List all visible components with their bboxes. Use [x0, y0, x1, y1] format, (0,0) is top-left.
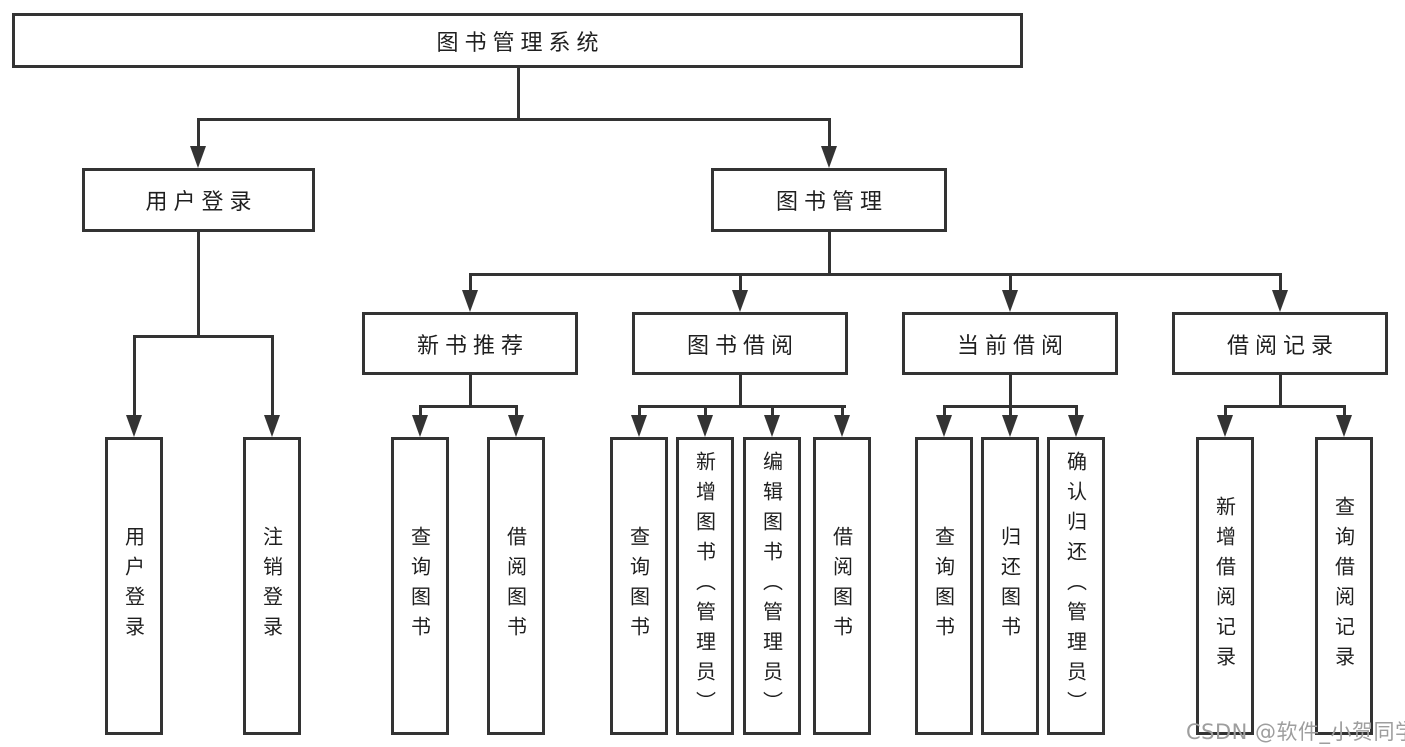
connector-arrowhead: [264, 415, 280, 437]
connector-line: [196, 118, 831, 121]
connector-arrowhead: [821, 146, 837, 168]
node-user-login: 用户登录: [82, 168, 315, 232]
leaf-label: 编辑图书（管理员）: [759, 451, 784, 721]
connector-line: [827, 118, 831, 146]
connector-arrowhead: [1272, 290, 1288, 312]
connector-line: [1008, 273, 1012, 290]
node-book-borrow: 图书借阅: [632, 312, 848, 375]
node-label: 图书借阅: [686, 333, 799, 359]
leaf-label: 确认归还（管理员）: [1063, 451, 1088, 721]
leaf-confirm-return-admin: 确认归还（管理员）: [1047, 437, 1105, 735]
connector-line: [516, 68, 520, 121]
connector-line: [738, 375, 742, 405]
leaf-borrow-book-recommend: 借阅图书: [487, 437, 545, 735]
leaf-label: 新增图书（管理员）: [692, 451, 717, 721]
connector-arrowhead: [1002, 290, 1018, 312]
connector-line: [770, 405, 774, 415]
leaf-add-borrow-record: 新增借阅记录: [1196, 437, 1254, 735]
leaf-label: 归还图书: [997, 526, 1022, 646]
connector-line: [637, 405, 846, 408]
leaf-label: 查询图书: [626, 526, 651, 646]
connector-line: [1008, 405, 1012, 415]
leaf-edit-book-admin: 编辑图书（管理员）: [743, 437, 801, 735]
connector-line: [703, 405, 707, 415]
connector-line: [132, 335, 274, 338]
leaf-user-login: 用户登录: [105, 437, 163, 735]
leaf-borrow-book: 借阅图书: [813, 437, 871, 735]
leaf-query-borrow-record: 查询借阅记录: [1315, 437, 1373, 735]
connector-arrowhead: [1068, 415, 1084, 437]
connector-arrowhead: [1217, 415, 1233, 437]
node-book-management: 图书管理: [711, 168, 947, 232]
connector-line: [827, 232, 831, 273]
connector-line: [1223, 405, 1227, 415]
connector-line: [1278, 273, 1282, 290]
connector-line: [840, 405, 844, 415]
leaf-add-book-admin: 新增图书（管理员）: [676, 437, 734, 735]
connector-line: [942, 405, 946, 415]
node-label: 新书推荐: [416, 333, 529, 359]
connector-line: [637, 405, 641, 415]
connector-arrowhead: [764, 415, 780, 437]
leaf-logout: 注销登录: [243, 437, 301, 735]
connector-arrowhead: [834, 415, 850, 437]
leaf-label: 借阅图书: [503, 526, 528, 646]
leaf-label: 用户登录: [121, 526, 146, 646]
connector-line: [514, 405, 518, 415]
connector-line: [1008, 375, 1012, 405]
connector-arrowhead: [412, 415, 428, 437]
connector-arrowhead: [190, 146, 206, 168]
connector-line: [468, 273, 1282, 276]
connector-line: [196, 232, 200, 335]
connector-line: [418, 405, 422, 415]
connector-arrowhead: [697, 415, 713, 437]
connector-line: [1074, 405, 1078, 415]
node-label: 图书管理系统: [436, 30, 605, 56]
leaf-label: 查询图书: [931, 526, 956, 646]
connector-line: [1342, 405, 1346, 415]
connector-arrowhead: [1002, 415, 1018, 437]
node-library-system: 图书管理系统: [12, 13, 1023, 68]
connector-arrowhead: [936, 415, 952, 437]
node-current-borrow: 当前借阅: [902, 312, 1118, 375]
connector-line: [468, 273, 472, 290]
node-new-book-recommend: 新书推荐: [362, 312, 578, 375]
leaf-query-book-current: 查询图书: [915, 437, 973, 735]
connector-arrowhead: [1336, 415, 1352, 437]
connector-arrowhead: [126, 415, 142, 437]
leaf-label: 新增借阅记录: [1212, 496, 1237, 676]
connector-line: [1278, 375, 1282, 405]
leaf-query-book-borrow: 查询图书: [610, 437, 668, 735]
connector-arrowhead: [732, 290, 748, 312]
leaf-label: 借阅图书: [829, 526, 854, 646]
connector-arrowhead: [508, 415, 524, 437]
connector-line: [418, 405, 518, 408]
leaf-return-book: 归还图书: [981, 437, 1039, 735]
connector-line: [270, 335, 274, 415]
node-borrow-record: 借阅记录: [1172, 312, 1388, 375]
node-label: 用户登录: [145, 190, 258, 215]
node-label: 当前借阅: [956, 333, 1069, 359]
node-label: 图书管理: [775, 190, 888, 215]
connector-line: [738, 273, 742, 290]
leaf-query-book-recommend: 查询图书: [391, 437, 449, 735]
watermark: CSDN @软件_小贺同学: [1186, 720, 1405, 744]
leaf-label: 查询图书: [407, 526, 432, 646]
leaf-label: 查询借阅记录: [1331, 496, 1356, 676]
node-label: 借阅记录: [1226, 333, 1339, 359]
connector-line: [132, 335, 136, 415]
connector-arrowhead: [631, 415, 647, 437]
connector-line: [196, 118, 200, 146]
connector-line: [468, 375, 472, 405]
connector-line: [1223, 405, 1346, 408]
connector-arrowhead: [462, 290, 478, 312]
leaf-label: 注销登录: [259, 526, 284, 646]
